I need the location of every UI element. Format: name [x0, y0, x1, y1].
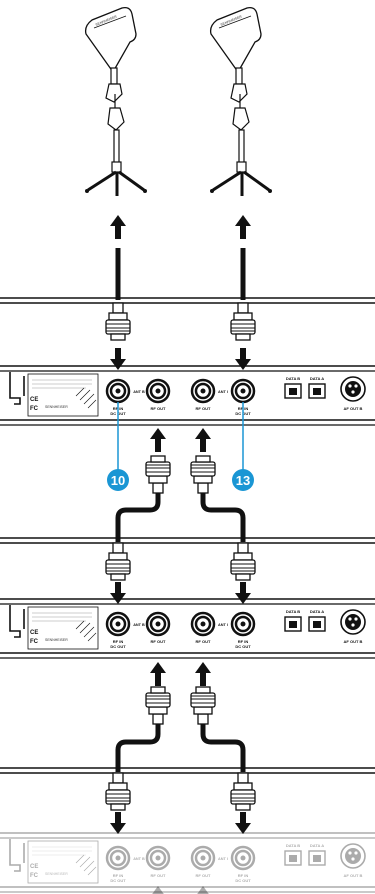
rack-rail [0, 297, 375, 304]
bnc-connector-icon [105, 772, 131, 811]
rack-rail [0, 767, 375, 774]
brand-label: SENNHEISER [45, 405, 68, 409]
directional-antenna-icon [83, 6, 149, 198]
fcc-mark-icon: FC [30, 406, 39, 412]
arrow-down-icon [110, 812, 126, 834]
arrow-down-icon [235, 812, 251, 834]
bnc-connector-icon [146, 456, 170, 493]
bnc-connector-icon [230, 302, 256, 341]
directional-antenna-icon [208, 6, 274, 198]
arrow-up-icon [150, 428, 166, 452]
rf-out-label: RF OUT [196, 406, 211, 411]
rack-rail [0, 537, 375, 544]
bnc-connector-icon [105, 542, 131, 581]
receiver-rear-panel-1: CE FC SENNHEISER RF IN DC OUT ANT B RF O… [0, 365, 375, 426]
bnc-connector-icon [191, 687, 215, 724]
rf-in-dc-out-jack-right[interactable] [230, 378, 256, 404]
rf-out-label: RF OUT [151, 406, 166, 411]
bnc-connector-icon [230, 772, 256, 811]
receiver-rear-panel-2 [0, 599, 375, 658]
antenna-right [208, 6, 274, 198]
cascade-cable-left [115, 724, 161, 772]
rf-in-dc-out-jack-left[interactable] [105, 378, 131, 404]
ant-i-label: ANT I [218, 390, 228, 394]
arrow-down-icon [235, 582, 251, 604]
af-out-label: AF OUT B [344, 406, 363, 411]
rf-out-jack-right[interactable] [190, 378, 216, 404]
cascade-cable-right [200, 493, 246, 542]
ce-mark-icon: CE [30, 397, 38, 403]
cascade-cable-left [115, 493, 161, 542]
rf-out-jack-left[interactable] [145, 378, 171, 404]
callout-10: 10 [107, 469, 129, 491]
cascade-cable-right [200, 724, 246, 772]
bnc-connector-icon [105, 302, 131, 341]
bnc-connector-icon [146, 687, 170, 724]
ethernet-port-icon[interactable] [308, 383, 326, 399]
xlr-connector-icon[interactable] [340, 376, 366, 402]
arrow-up-icon [110, 215, 126, 239]
bnc-connector-icon [230, 542, 256, 581]
ethernet-port-icon[interactable] [284, 383, 302, 399]
arrow-down-icon [110, 582, 126, 604]
arrow-up-icon [150, 662, 166, 686]
arrow-up-icon [195, 428, 211, 452]
data-b-label: DATA B [286, 376, 300, 381]
callout-number: 13 [236, 473, 250, 488]
callout-13: 13 [232, 469, 254, 491]
receiver-rear-panel-3-faded [0, 833, 375, 892]
arrow-up-icon [195, 662, 211, 686]
data-a-label: DATA A [310, 376, 324, 381]
callout-number: 10 [111, 473, 125, 488]
ant-b-label: ANT B [133, 390, 145, 394]
bnc-connector-icon [191, 456, 215, 493]
antenna-left [83, 6, 149, 198]
arrow-up-icon [235, 215, 251, 239]
